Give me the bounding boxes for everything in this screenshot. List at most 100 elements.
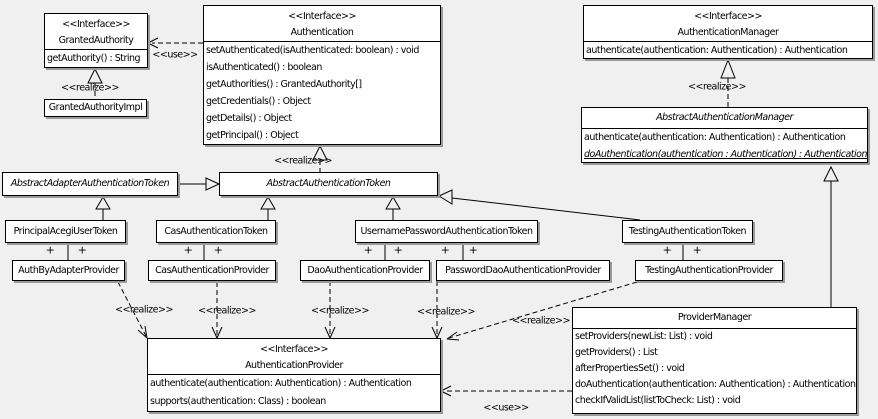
- class-header: AbstractAuthenticationManager: [582, 108, 867, 128]
- class-authentication: <<Interface>> Authentication setAuthenti…: [203, 5, 441, 145]
- class-auth-by-adapter-provider: AuthByAdapterProvider: [12, 260, 125, 281]
- method: getPrincipal() : Object: [206, 130, 299, 141]
- class-name: UsernamePasswordAuthenticationToken: [360, 225, 533, 237]
- class-header: ProviderManager: [573, 308, 856, 328]
- method: isAuthenticated() : boolean: [206, 62, 322, 73]
- class-name: CasAuthenticationProvider: [155, 264, 269, 276]
- method-static-abstract: doAuthentication(authentication : Authen…: [584, 149, 868, 160]
- realize-edge-abstractauthenticationmanager: [720, 58, 736, 107]
- class-abstract-authentication-token: AbstractAuthenticationToken: [219, 172, 438, 196]
- method: getProviders() : List: [575, 347, 658, 358]
- gen-edge-providermanager: [823, 165, 839, 307]
- class-name: DaoAuthenticationProvider: [307, 264, 423, 276]
- assoc-end-label: +: [183, 243, 193, 257]
- realize-edge-grantedauthorityimpl: [87, 67, 103, 99]
- class-cas-authentication-provider: CasAuthenticationProvider: [148, 260, 276, 281]
- realize-label-grantedauthority: <<realize>>: [61, 82, 119, 94]
- class-name: AuthenticationProvider: [245, 360, 343, 371]
- class-testing-authentication-provider: TestingAuthenticationProvider: [635, 260, 783, 281]
- class-name: Authentication: [290, 27, 354, 38]
- class-password-dao-authentication-provider: PasswordDaoAuthenticationProvider: [436, 260, 610, 281]
- assoc-end-label: +: [692, 243, 702, 257]
- realize-label-authbyadapter: <<realize>>: [115, 304, 173, 316]
- class-header: <<Interface>> AuthenticationManager: [584, 6, 872, 41]
- method: doAuthentication(authentication: Authent…: [575, 379, 856, 390]
- methods-compartment: setProviders(newList: List) : void getPr…: [573, 328, 856, 409]
- use-edge-authentication-grantedauthority: [147, 37, 203, 49]
- method: checkIfValidList(listToCheck: List) : vo…: [575, 395, 741, 406]
- method: getDetails() : Object: [206, 113, 292, 124]
- assoc-end-label: +: [77, 243, 87, 257]
- class-authentication-manager: <<Interface>> AuthenticationManager auth…: [583, 5, 873, 59]
- class-abstract-authentication-manager: AbstractAuthenticationManager authentica…: [581, 107, 868, 163]
- method: afterPropertiesSet() : void: [575, 363, 685, 374]
- class-name: GrantedAuthorityImpl: [48, 102, 143, 113]
- assoc-end-label: +: [363, 243, 373, 257]
- method: getAuthorities() : GrantedAuthority[]: [206, 79, 362, 90]
- class-name: PrincipalAcegiUserToken: [13, 225, 118, 237]
- class-authentication-provider: <<Interface>> AuthenticationProvider aut…: [147, 338, 441, 412]
- class-principal-acegi-user-token: PrincipalAcegiUserToken: [5, 220, 126, 243]
- method: getCredentials() : Object: [206, 96, 311, 107]
- assoc-end-label: +: [440, 243, 450, 257]
- method: setAuthenticated(isAuthenticated: boolea…: [206, 45, 419, 56]
- class-granted-authority: <<Interface>> GrantedAuthority getAuthor…: [44, 13, 148, 68]
- realize-label-dao: <<realize>>: [311, 305, 369, 317]
- realize-label-authenticationmanager: <<realize>>: [688, 81, 746, 93]
- realize-label-authentication: <<realize>>: [274, 155, 332, 167]
- method: authenticate(authentication: Authenticat…: [584, 132, 846, 143]
- stereotype-label: <<Interface>>: [62, 19, 130, 30]
- realize-edge-authbyadapterprovider: [117, 281, 148, 339]
- class-abstract-adapter-authentication-token: AbstractAdapterAuthenticationToken: [2, 172, 178, 196]
- method: setProviders(newList: List) : void: [575, 331, 713, 342]
- stereotype-label: <<Interface>>: [260, 344, 328, 355]
- assoc-end-label: +: [468, 243, 478, 257]
- methods-compartment: getAuthority() : String: [45, 49, 147, 67]
- class-granted-authority-impl: GrantedAuthorityImpl: [44, 99, 147, 117]
- methods-compartment: authenticate(authentication: Authenticat…: [582, 128, 868, 162]
- assoc-end-label: +: [662, 243, 672, 257]
- assoc-end-label: +: [213, 243, 223, 257]
- realize-edge-casauthenticationprovider: [211, 282, 223, 339]
- gen-edge-usernamepasswordtoken: [385, 196, 401, 220]
- class-header: <<Interface>> AuthenticationProvider: [148, 339, 440, 374]
- methods-compartment: authenticate(authentication: Authenticat…: [584, 41, 872, 58]
- use-edge-providermanager: [440, 385, 572, 397]
- use-label-bottom: <<use>>: [483, 402, 529, 414]
- method: authenticate(authentication: Authenticat…: [586, 45, 848, 56]
- method: supports(authentication: Class) : boolea…: [150, 396, 326, 407]
- class-name: CasAuthenticationToken: [164, 225, 268, 237]
- class-name: TestingAuthenticationToken: [628, 225, 747, 237]
- assoc-end-label: +: [45, 243, 55, 257]
- class-username-password-authentication-token: UsernamePasswordAuthenticationToken: [355, 220, 538, 243]
- class-testing-authentication-token: TestingAuthenticationToken: [622, 220, 753, 243]
- class-name: ProviderManager: [677, 312, 752, 323]
- realize-edge-abstractauthenticationtoken: [312, 144, 328, 172]
- assoc-end-label: +: [393, 243, 403, 257]
- realize-label-passworddao: <<realize>>: [417, 306, 475, 318]
- use-label-top: <<use>>: [152, 49, 198, 61]
- gen-edge-principalacegiusertoken: [95, 196, 111, 220]
- class-provider-manager: ProviderManager setProviders(newList: Li…: [572, 307, 857, 414]
- gen-edge-abstractadapter: [178, 177, 221, 191]
- class-header: <<Interface>> Authentication: [204, 6, 440, 41]
- realize-edge-testingauthenticationprovider: [446, 281, 638, 341]
- class-header: <<Interface>> GrantedAuthority: [45, 14, 147, 49]
- methods-compartment: authenticate(authentication: Authenticat…: [148, 374, 440, 411]
- class-name: TestingAuthenticationProvider: [645, 264, 773, 276]
- class-name: AuthenticationManager: [677, 27, 779, 38]
- class-cas-authentication-token: CasAuthenticationToken: [156, 220, 276, 243]
- class-name: AbstractAdapterAuthenticationToken: [10, 178, 170, 189]
- realize-label-cas: <<realize>>: [198, 305, 256, 317]
- class-name: GrantedAuthority: [58, 35, 134, 46]
- class-dao-authentication-provider: DaoAuthenticationProvider: [300, 260, 430, 281]
- class-name: PasswordDaoAuthenticationProvider: [445, 264, 601, 276]
- realize-label-testing: <<realize>>: [512, 315, 570, 327]
- method: getAuthority() : String: [47, 53, 141, 64]
- realize-edge-daoauthenticationprovider: [324, 281, 336, 339]
- method: authenticate(authentication: Authenticat…: [150, 378, 412, 389]
- class-name: AbstractAuthenticationManager: [656, 112, 793, 123]
- class-name: AuthByAdapterProvider: [18, 264, 119, 276]
